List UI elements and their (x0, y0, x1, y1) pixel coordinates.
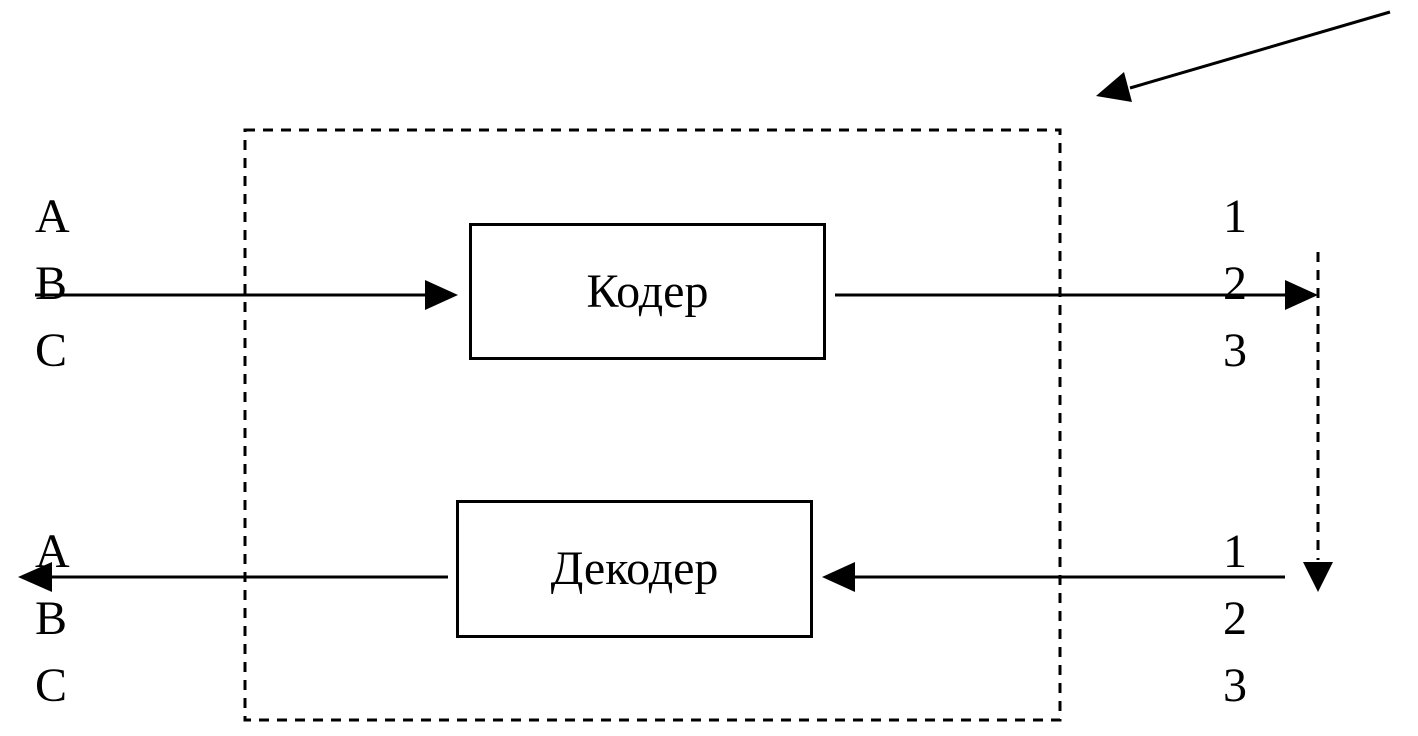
decoder-label: Декодер (550, 542, 719, 595)
pointer-arrowhead (1096, 72, 1132, 102)
output-symbol-a: A (35, 525, 70, 578)
code-symbol-top-2: 2 (1223, 257, 1247, 310)
input-symbol-b: B (35, 257, 68, 310)
code-symbol-bottom-2: 2 (1223, 592, 1247, 645)
channel-to-decoder-arrowhead (822, 562, 855, 592)
code-symbol-bottom-1: 1 (1223, 525, 1247, 578)
decoder-output-arrowhead (18, 562, 52, 592)
encoder-block: Кодер (469, 223, 826, 360)
code-symbol-bottom-3: 3 (1223, 659, 1247, 712)
pointer-arrow-line (1129, 10, 1391, 90)
output-symbol-b: B (35, 592, 68, 645)
decoder-block: Декодер (456, 500, 813, 638)
code-symbol-top-3: 3 (1223, 324, 1247, 377)
input-symbol-c: C (35, 324, 68, 377)
input-symbol-a: A (35, 190, 70, 243)
channel-down-arrowhead (1303, 562, 1333, 592)
encoder-output-arrowhead (1285, 280, 1318, 310)
output-symbol-c: C (35, 659, 68, 712)
encoder-label: Кодер (586, 264, 709, 318)
code-symbol-top-1: 1 (1223, 190, 1247, 243)
input-to-encoder-arrowhead (425, 280, 458, 310)
